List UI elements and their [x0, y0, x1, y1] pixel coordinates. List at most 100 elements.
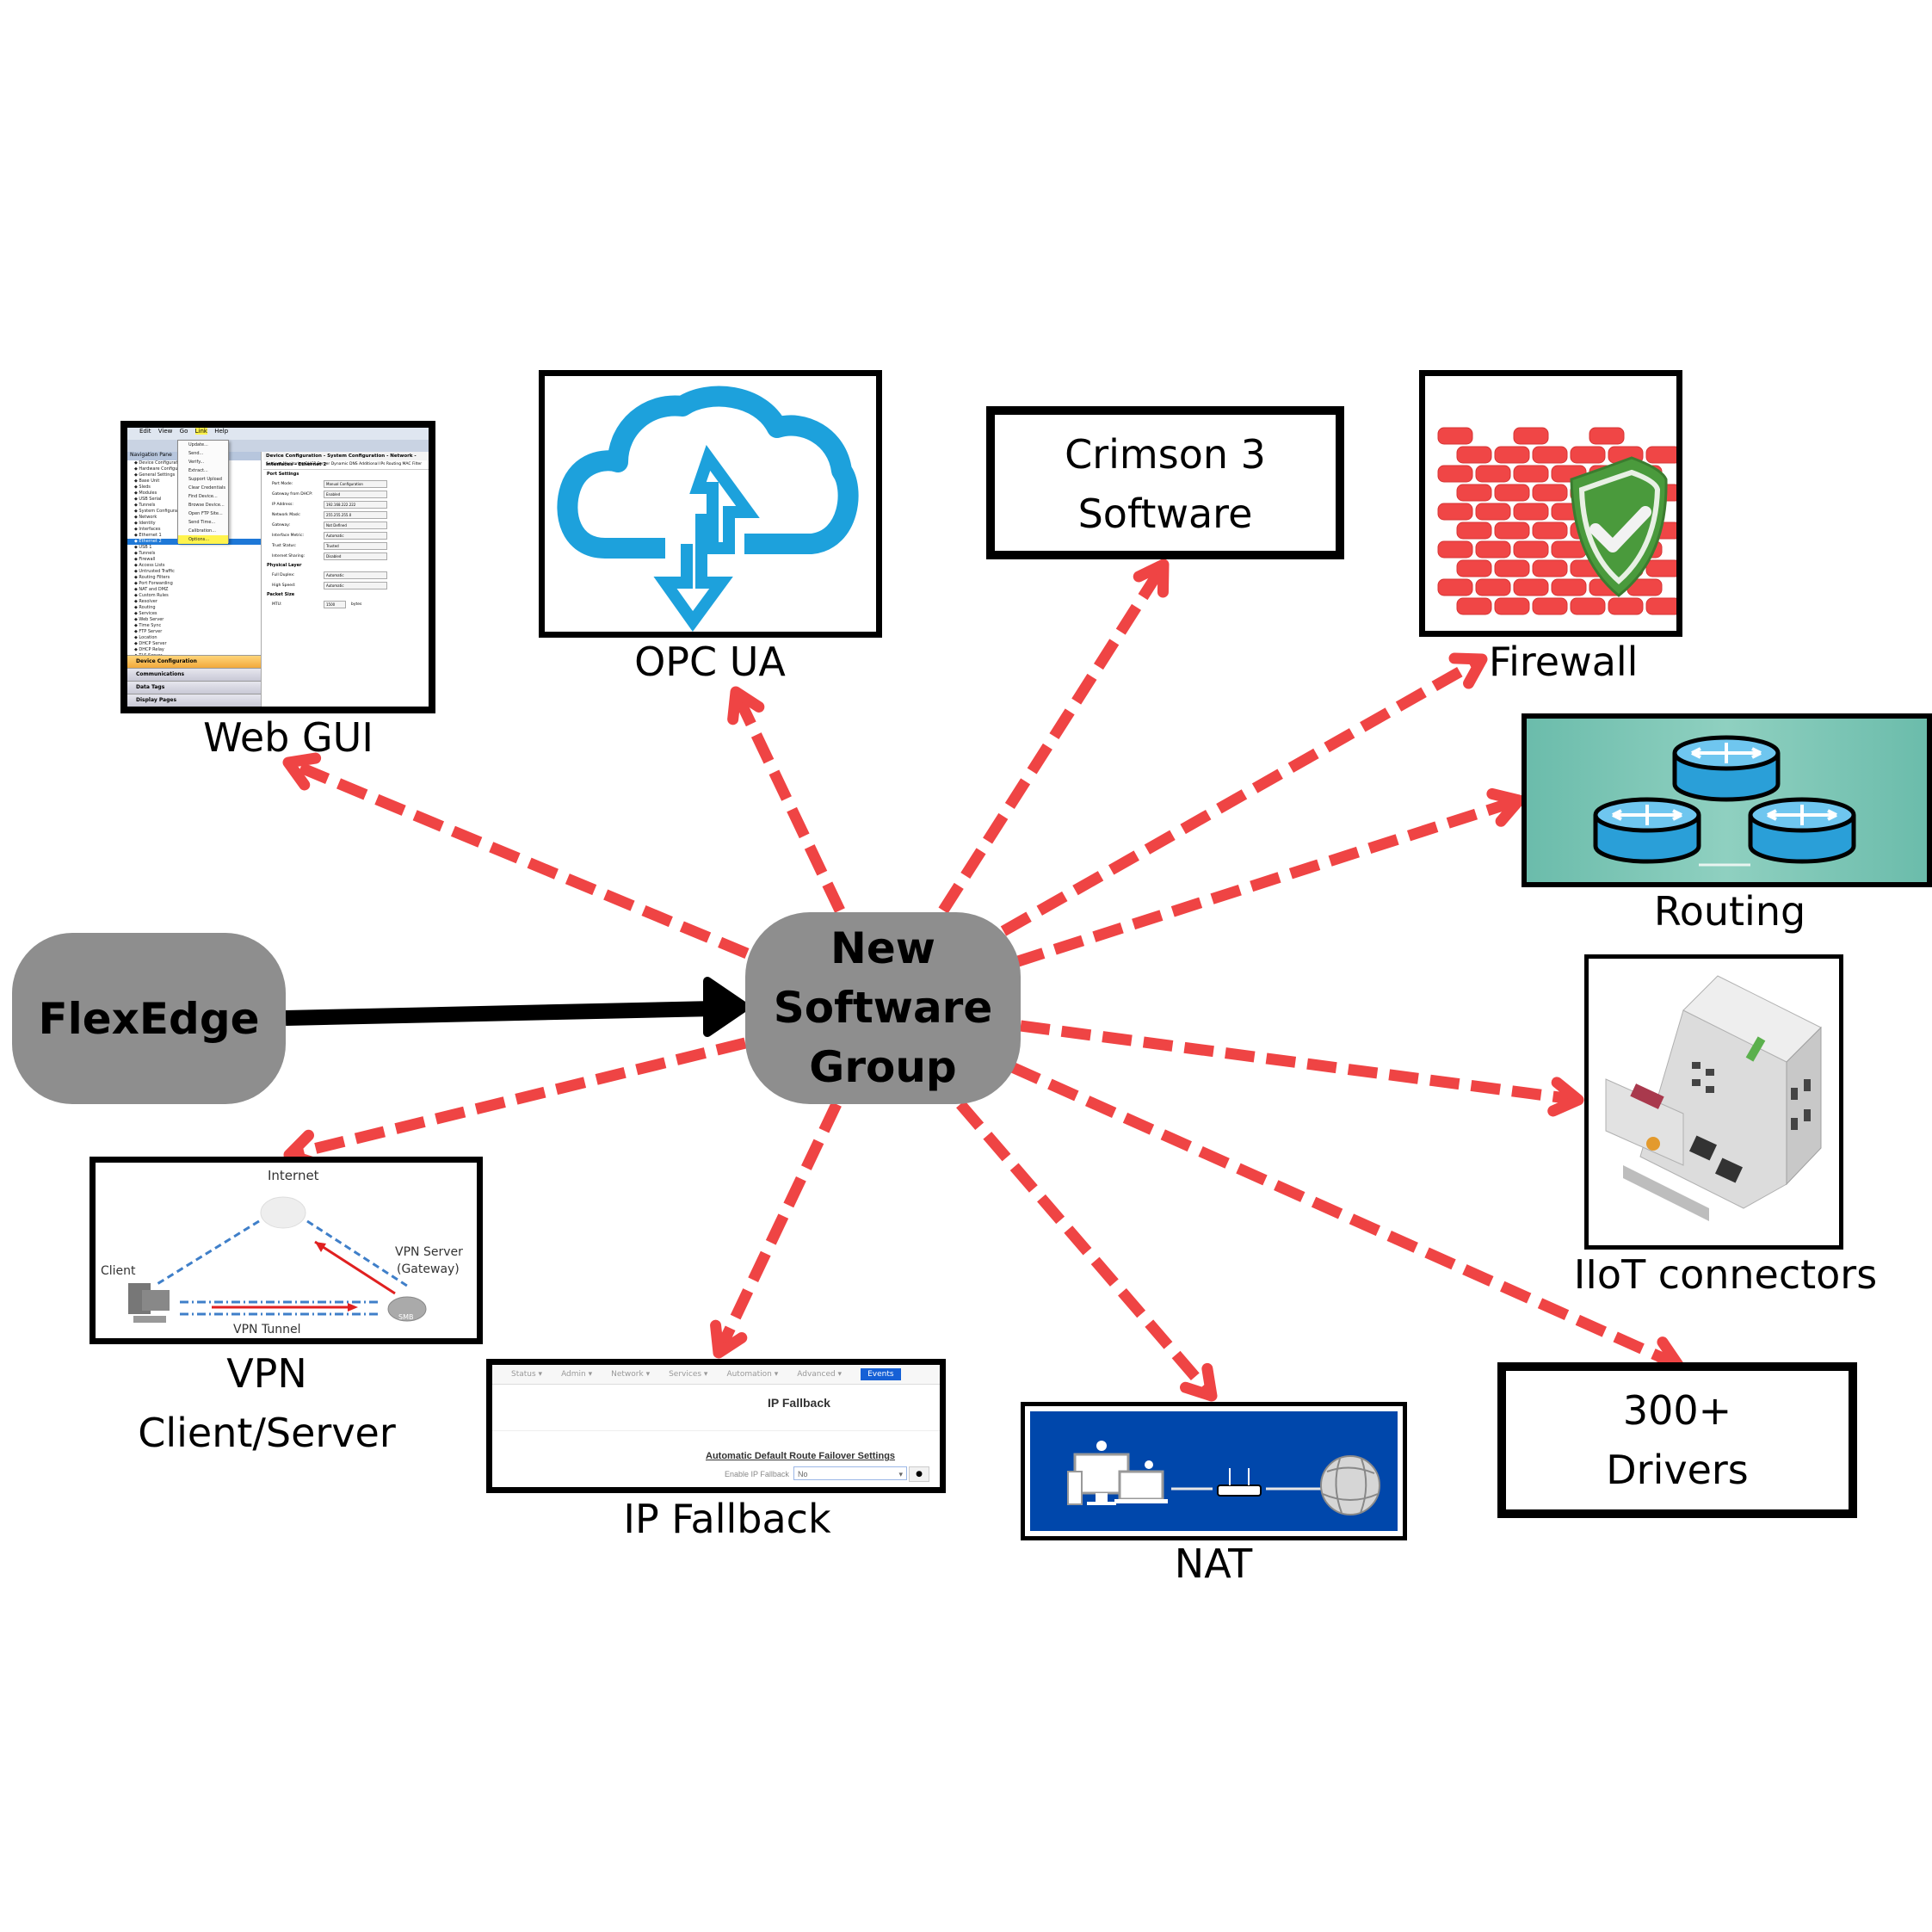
plc-controller-icon	[1589, 959, 1839, 1245]
nav-item: Events	[861, 1368, 901, 1380]
iiot-connectors-image	[1584, 954, 1843, 1250]
tree-item: ◆ Port Forwarding	[134, 581, 173, 586]
vpn-server-text: VPN Server	[395, 1245, 463, 1259]
vpn-client-text: Client	[101, 1264, 136, 1278]
hub-label-line-2: Software	[773, 983, 993, 1033]
link-menu-item: Options...	[178, 535, 228, 544]
brick	[1513, 540, 1549, 559]
firewall-label: Firewall	[1489, 639, 1639, 685]
vpn-tunnel-text: VPN Tunnel	[233, 1323, 301, 1336]
brick	[1645, 559, 1676, 577]
brick	[1456, 446, 1492, 464]
new-software-group-node[interactable]: New Software Group	[745, 912, 1021, 1104]
link-menu-item: Verify...	[188, 460, 205, 465]
spoke-arrow-opc-ua	[727, 686, 845, 913]
brick	[1437, 503, 1473, 521]
ip-fallback-label: IP Fallback	[623, 1496, 831, 1542]
tree-item: ◆ Tunnels	[134, 551, 156, 556]
link-menu-item: Extract...	[188, 468, 208, 473]
tree-item: ◆ Network	[134, 515, 157, 520]
enable-ip-fallback-select: No▾	[793, 1466, 907, 1480]
nav-item: Advanced ▾	[797, 1370, 843, 1379]
router-icon	[1672, 735, 1781, 802]
tree-item: ◆ USB 1	[134, 545, 152, 550]
brick	[1532, 446, 1568, 464]
ip-fallback-image: Status ▾Admin ▾Network ▾Services ▾Automa…	[486, 1359, 946, 1493]
web-gui-nav-pane: Navigation Pane ◆ Device Configuration◆ …	[127, 452, 262, 707]
tree-item: ◆ Ethernet 1	[134, 533, 162, 538]
spoke-arrow-drivers	[1009, 1062, 1684, 1374]
brick	[1570, 597, 1606, 615]
nav-item: Admin ▾	[561, 1370, 593, 1379]
brick	[1513, 578, 1549, 596]
brick	[1475, 540, 1511, 559]
router-icon	[1593, 797, 1701, 864]
web-gui-label: Web GUI	[203, 714, 373, 761]
brick	[1475, 503, 1511, 521]
brick	[1532, 484, 1568, 502]
brick	[1494, 484, 1530, 502]
crimson-label-line-1: Crimson 3	[1065, 431, 1266, 478]
tree-item: ◆ Location	[134, 635, 157, 640]
link-menu-item: Send Time...	[188, 520, 216, 525]
settings-row: Internet Sharing:Disabled	[263, 551, 429, 561]
link-menu-item: Browse Device...	[188, 503, 225, 508]
brick	[1494, 559, 1530, 577]
tree-item: ◆ DHCP Relay	[134, 647, 164, 652]
brick	[1437, 427, 1473, 445]
link-menu-item: Open FTP Site...	[188, 511, 223, 516]
flexedge-node[interactable]: FlexEdge	[12, 933, 286, 1104]
nav-item: Automation ▾	[726, 1370, 779, 1379]
routing-image	[1522, 713, 1932, 887]
vpn-internet-text: Internet	[268, 1168, 319, 1183]
brick	[1513, 503, 1549, 521]
tree-item: ◆ System Configuration	[134, 509, 186, 514]
vpn-label: VPN Client/Server	[112, 1344, 422, 1463]
crimson-3-software-box[interactable]: Crimson 3 Software	[986, 406, 1344, 559]
tree-item: ◆ Web Server	[134, 617, 164, 622]
tree-item: ◆ Identity	[134, 521, 156, 526]
settings-row: IP Address:192.168.222.222	[263, 499, 429, 509]
brick	[1645, 446, 1676, 464]
link-menu-item: Calibration...	[188, 528, 216, 534]
nav-item: Services ▾	[669, 1370, 708, 1379]
flexedge-to-hub-arrow	[285, 977, 750, 1037]
spoke-arrow-web-gui	[282, 752, 750, 960]
brick	[1494, 597, 1530, 615]
brick	[1532, 597, 1568, 615]
firewall-shield-icon	[1437, 427, 1676, 615]
drivers-label-line-1: 300+	[1622, 1387, 1732, 1434]
enable-ip-fallback-label: Enable IP Fallback	[725, 1470, 789, 1478]
brick	[1608, 597, 1644, 615]
brick	[1532, 559, 1568, 577]
tree-item: ◆ Custom Rules	[134, 593, 169, 598]
brick	[1437, 465, 1473, 483]
tree-item: ◆ Services	[134, 611, 157, 616]
ip-fallback-title: IP Fallback	[768, 1396, 830, 1410]
vpn-image: Internet Client VPN Server (Gateway) SMB…	[90, 1157, 483, 1344]
tree-item: ◆ Tunnels	[134, 503, 156, 508]
drivers-box[interactable]: 300+ Drivers	[1497, 1362, 1857, 1518]
brick	[1551, 578, 1587, 596]
nat-image	[1021, 1402, 1407, 1540]
web-gui-link-menu: Update...Send...Verify...Extract...Suppo…	[177, 440, 229, 544]
ip-fallback-section: Automatic Default Route Failover Setting…	[706, 1451, 896, 1461]
brick	[1645, 597, 1676, 615]
tree-item: ◆ Time Sync	[134, 623, 162, 628]
brick	[1494, 446, 1530, 464]
tree-item: ◆ General Settings	[134, 472, 176, 478]
tree-item: ◆ Routing Filters	[134, 575, 170, 580]
nav-item: Status ▾	[511, 1370, 543, 1379]
link-menu-item: Update...	[188, 442, 208, 448]
settings-row: Interface Metric:Automatic	[263, 530, 429, 540]
tree-item: ◆ Firewall	[134, 557, 156, 562]
web-gui-image: Edit View Go Link Help Navigation Pane ◆…	[120, 421, 435, 713]
tree-item: ◆ Resolver	[134, 599, 157, 604]
vpn-topology-icon: Internet Client VPN Server (Gateway) SMB…	[101, 1168, 463, 1336]
settings-row: Full Duplex:Automatic	[263, 570, 429, 580]
tree-item: ◆ DHCP Server	[134, 641, 167, 646]
brick	[1589, 427, 1625, 445]
drivers-label-line-2: Drivers	[1606, 1447, 1749, 1493]
web-gui-toolbar	[127, 440, 429, 452]
brick	[1456, 484, 1492, 502]
